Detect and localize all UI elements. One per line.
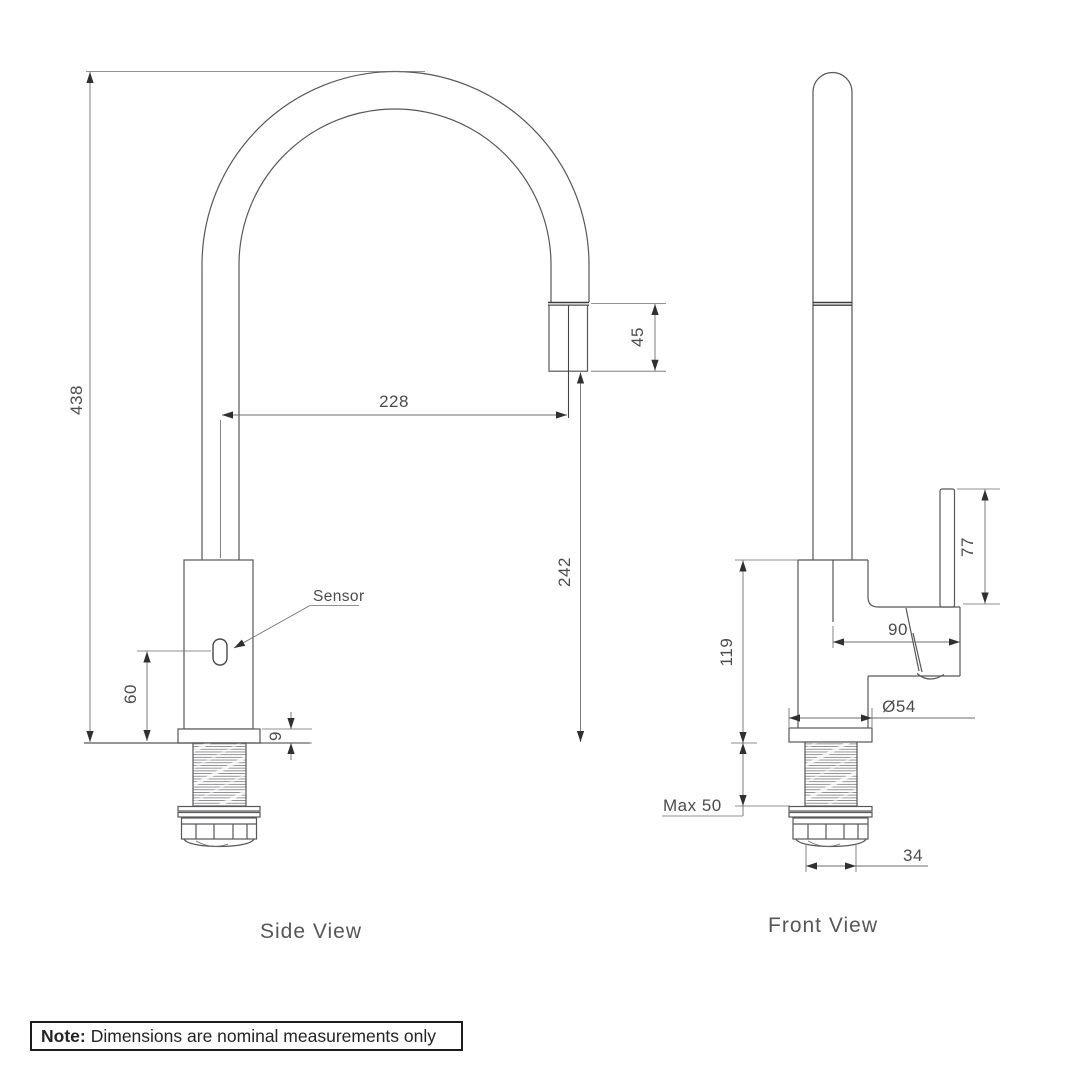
- dim-body-height: 119: [717, 638, 736, 667]
- side-dimensions: 438 228 45 242 Sensor 60 9: [67, 71, 666, 760]
- dim-overall-height: 438: [67, 385, 86, 415]
- dim-base-diameter: Ø54: [882, 697, 916, 716]
- dim-thread-diameter: 34: [903, 846, 923, 865]
- front-view-label: Front View: [768, 914, 878, 937]
- front-body-outline: [735, 488, 961, 743]
- front-thread-assembly: [788, 741, 873, 848]
- sensor-callout-label: Sensor: [313, 588, 365, 605]
- side-view: 438 228 45 242 Sensor 60 9: [67, 70, 666, 943]
- dim-spout-reach: 228: [379, 392, 409, 411]
- dim-deck-plate: 9: [266, 731, 285, 741]
- dim-handle-reach: 90: [888, 620, 908, 639]
- note-prefix: Note:: [41, 1025, 86, 1046]
- note-text: Dimensions are nominal measurements only: [90, 1025, 437, 1046]
- front-view: 77 90 119 Max 50 Ø54 34: [662, 71, 1000, 937]
- dim-spout-clearance: 242: [555, 557, 574, 587]
- side-spout-outline: [201, 70, 590, 560]
- dim-max-deck-thickness: Max 50: [663, 796, 722, 815]
- dim-sensor-height: 60: [121, 684, 140, 704]
- front-dimensions: 77 90 119 Max 50 Ø54 34: [662, 488, 1000, 872]
- sensor-window: [212, 638, 228, 666]
- dim-spout-tip: 45: [628, 327, 647, 347]
- dim-handle-length: 77: [958, 537, 977, 557]
- side-view-label: Side View: [260, 920, 362, 943]
- side-thread-assembly: [177, 742, 261, 848]
- front-spout-outline: [812, 71, 853, 560]
- note-box: Note: Dimensions are nominal measurement…: [30, 1021, 463, 1051]
- mixer-lever: [939, 488, 956, 608]
- side-body-outline: [84, 559, 310, 744]
